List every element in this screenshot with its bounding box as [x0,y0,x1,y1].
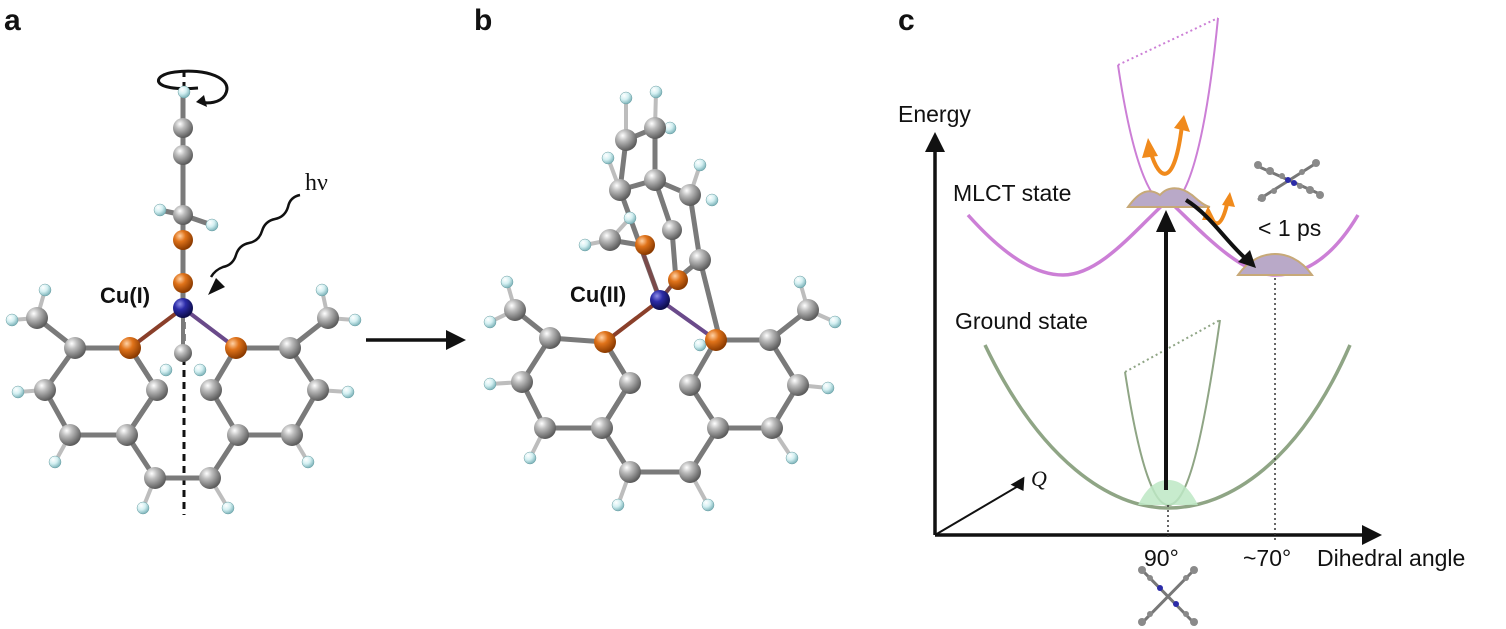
relaxation-arrow-icon [1184,198,1256,268]
molecule-b [483,85,842,512]
timescale-label: < 1 ps [1258,215,1321,241]
angle-70-label: ~70° [1243,545,1291,571]
q-axis-label: Q [1031,466,1047,491]
ground-state-label: Ground state [955,308,1088,334]
ground-wavepacket [1138,480,1198,505]
y-axis-label: Energy [898,101,971,127]
panel-a-letter: a [4,4,21,37]
orange-oscillation-arrows-icon [1148,124,1230,226]
copper-atom [173,298,193,318]
x-axis-label: Dihedral angle [1317,545,1465,571]
photon-label: hν [305,170,328,196]
cu-i-label: Cu(I) [100,283,150,308]
tetrahedral-molecule-icon [1138,566,1198,627]
ground-state-curves [983,319,1352,510]
excited-wavepacket [1126,187,1211,208]
angle-90-label: 90° [1144,545,1179,571]
panel-b: b [474,4,842,512]
photon-wavy-arrow-icon [208,193,301,295]
excitation-arrow-icon [1156,210,1176,490]
mlct-state-label: MLCT state [953,180,1071,206]
panel-b-letter: b [474,4,492,37]
panel-c: c Energy Dihedral angle Q [898,4,1465,627]
panel-c-letter: c [898,4,915,37]
flattened-molecule-icon [1254,159,1324,202]
axes [925,132,1382,545]
transition-arrow-icon [366,330,466,350]
cu-ii-label: Cu(II) [570,282,626,307]
molecule-a [5,85,362,515]
panel-a: a hν [4,4,362,515]
rotation-arrow-icon [156,69,229,107]
